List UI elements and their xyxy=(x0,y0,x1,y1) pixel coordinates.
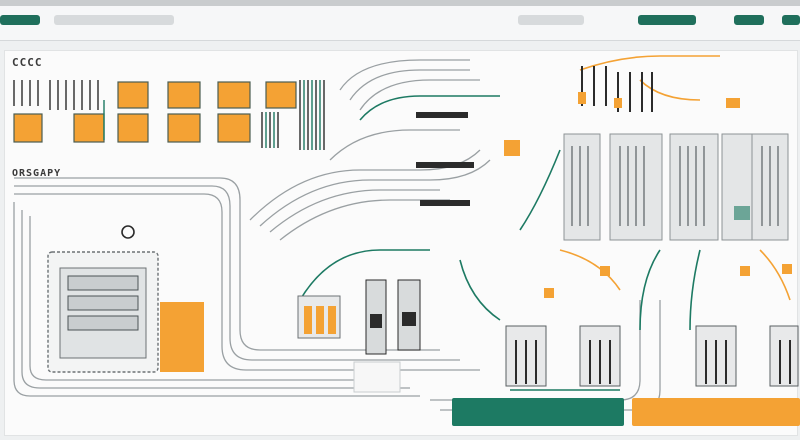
rack-slots xyxy=(571,146,779,226)
chip-array xyxy=(13,81,297,143)
indicator-dots xyxy=(544,264,792,298)
connector-pins xyxy=(515,340,791,384)
chip xyxy=(13,113,43,143)
top-toolbar xyxy=(0,0,800,41)
fuse-row xyxy=(581,66,653,112)
mid-left-glyph-label: ORSGAPY xyxy=(12,168,62,179)
chip xyxy=(117,113,149,143)
window-frame-strip xyxy=(0,0,800,6)
connector-row xyxy=(505,325,799,387)
pin-columns xyxy=(13,80,325,150)
signal-traces-orange xyxy=(559,55,791,301)
orange-block xyxy=(160,302,204,372)
chip xyxy=(217,113,251,143)
action-button-2[interactable] xyxy=(734,15,764,25)
resistor xyxy=(416,162,474,168)
rack xyxy=(563,133,601,241)
chip xyxy=(73,113,105,143)
chip xyxy=(167,81,201,109)
status-tile xyxy=(734,206,750,220)
top-left-glyph-label: CCCC xyxy=(12,56,43,69)
resistor xyxy=(420,200,470,206)
chip xyxy=(265,81,297,109)
action-button-3[interactable] xyxy=(782,15,800,25)
resistor xyxy=(416,112,468,118)
rack xyxy=(721,133,753,241)
orange-bottom-bar xyxy=(632,398,800,426)
chip xyxy=(117,81,149,109)
status-tile xyxy=(504,140,520,156)
address-bar[interactable] xyxy=(518,15,584,25)
teal-bottom-bar xyxy=(452,398,624,426)
fuse-caps xyxy=(578,92,740,108)
processor-module xyxy=(47,251,159,373)
connector xyxy=(769,325,799,387)
search-bar[interactable] xyxy=(54,15,174,25)
knob xyxy=(121,225,135,239)
relay-group xyxy=(297,279,421,393)
tab-pill[interactable] xyxy=(0,15,40,25)
signal-traces-teal xyxy=(299,95,701,391)
rack-bank xyxy=(563,133,789,241)
resistor-strip xyxy=(416,112,474,206)
action-button-1[interactable] xyxy=(638,15,696,25)
rack xyxy=(669,133,719,241)
chip xyxy=(217,81,251,109)
chip xyxy=(167,113,201,143)
pin-columns-teal xyxy=(103,80,321,150)
